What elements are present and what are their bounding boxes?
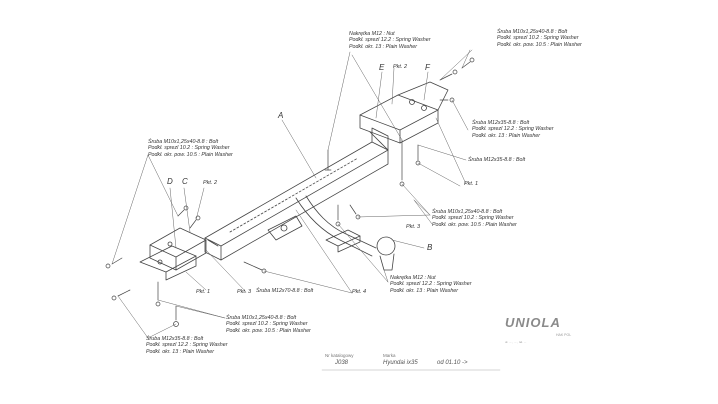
pkt-label-right-3: Pkt. 3 [406, 224, 421, 230]
part-letter-b: B [427, 243, 433, 252]
catalog-number-caption: Nr katalogowy [325, 353, 354, 358]
pkt-label-left-2: Pkt. 2 [203, 180, 218, 186]
part-letter-d: D [167, 177, 173, 186]
callout-bolt-center-right: Śruba M10x1,25x40-8.8 : Bolt Podkł. spre… [432, 209, 517, 228]
production-year: od 01.10 -> [437, 360, 468, 366]
callout-bolt-bottom-left: Śruba M12x35-8.8 : Bolt Podkł. sprezl 12… [146, 336, 228, 355]
brand-logo-subtitle: HAK POL [556, 333, 572, 337]
company-address: ul. ... , ... , tel. ... [505, 340, 527, 344]
left-bracket-c-d [139, 227, 207, 281]
catalog-number: J038 [335, 360, 349, 366]
callout-nut-lower-right: Nakrętka M12 : Nut Podkł. sprezl 12.2 : … [390, 275, 472, 294]
callout-nut-top: Nakrętka M12 : Nut Podkł. sprezl 12.2 : … [349, 31, 431, 50]
pkt-label-left-1: Pkt. 1 [196, 289, 211, 295]
fasteners [105, 57, 475, 327]
part-letter-e: E [379, 63, 385, 72]
part-letter-a: A [278, 111, 284, 120]
callout-bolt-m12-right-single: Śruba M12x35-8.8 : Bolt [468, 157, 526, 163]
ball-mount-part-b [267, 195, 396, 271]
callout-bolt-top-right: Śruba M10x1,25x40-8.8 : Bolt Podkł. spre… [497, 29, 582, 48]
leader-lines [111, 49, 473, 339]
part-letter-c: C [182, 177, 188, 186]
pkt-label-left-3: Pkt. 3 [237, 289, 252, 295]
pkt-label-bottom-4: Pkt. 4 [352, 289, 367, 295]
callout-bolt-m12x70: Śruba M12x70-8.8 : Bolt [256, 288, 314, 294]
part-letter-f: F [425, 63, 430, 72]
callout-bolt-m12-right: Śruba M12x35-8.8 : Bolt Podkł. sprezl 12… [472, 120, 554, 139]
brand-logo: UNIOLA [505, 315, 561, 330]
pkt-label-top-2: Pkt. 2 [393, 64, 408, 70]
pkt-label-right-1: Pkt. 1 [464, 181, 479, 187]
callout-bolt-bottom-center: Śruba M10x1,25x40-8.8 : Bolt Podkł. spre… [226, 315, 311, 334]
callout-bolt-left: Śruba M10x1,25x40-8.8 : Bolt Podkł. spre… [148, 139, 233, 158]
right-bracket-e-f [359, 81, 449, 151]
vehicle-model: Hyundai ix35 [383, 360, 418, 366]
model-caption: Marka [383, 353, 396, 358]
